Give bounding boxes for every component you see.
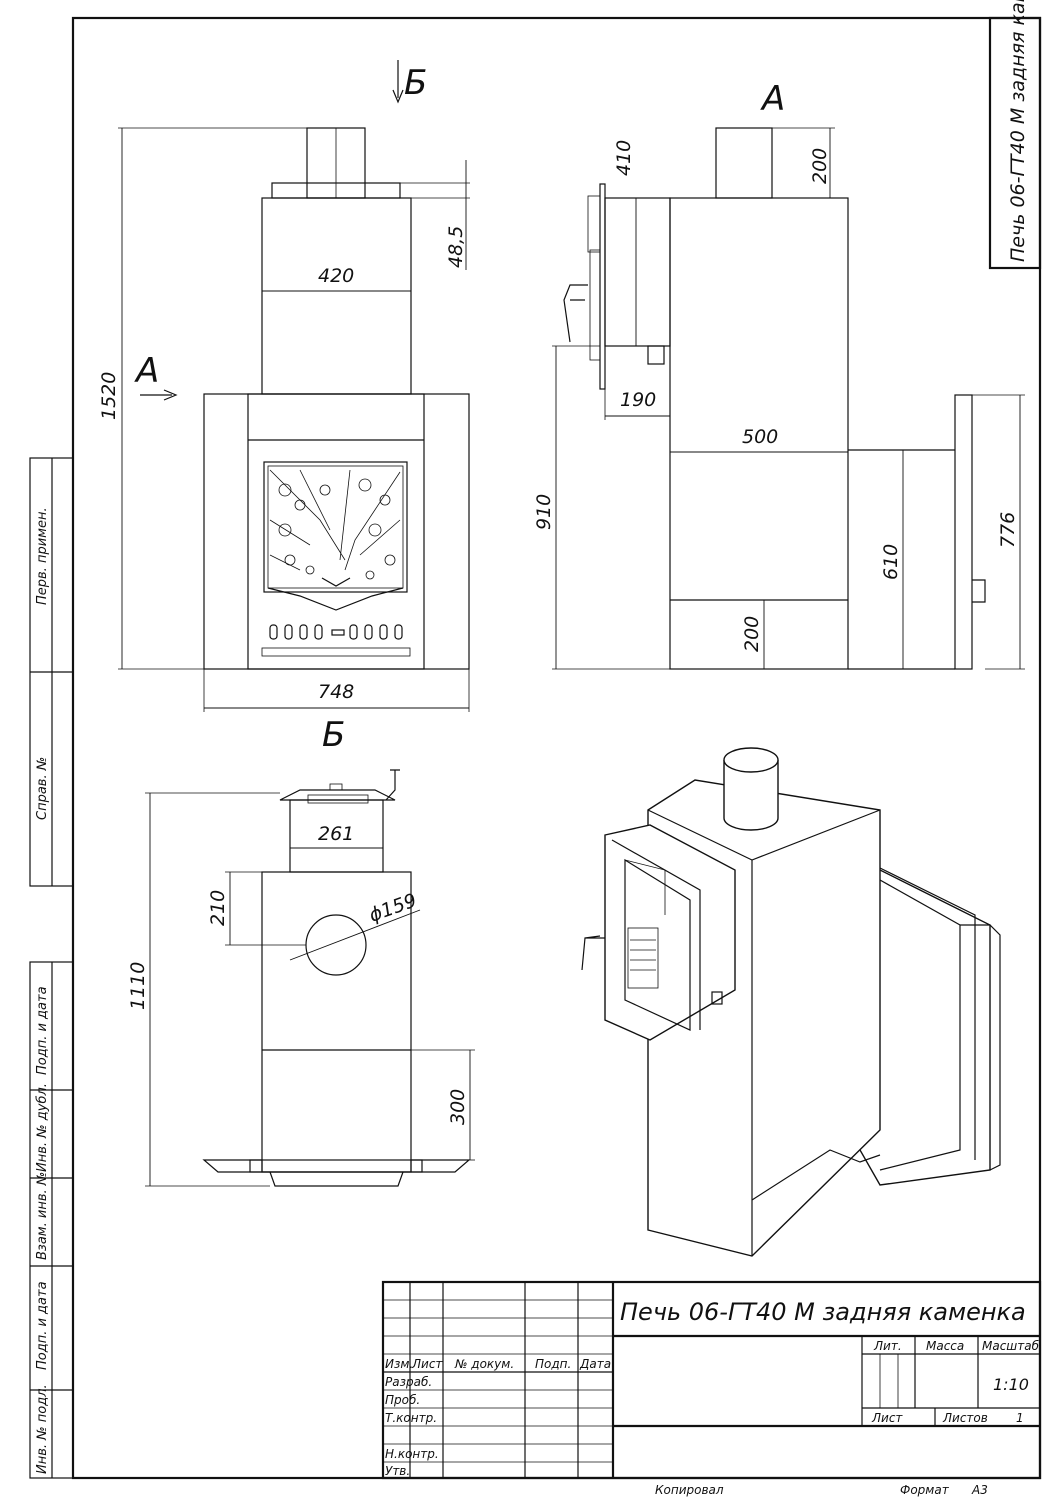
rotated-title: Печь 06-ГТ40 М задняя каменка bbox=[1007, 0, 1029, 262]
tb-row-razrab: Разраб. bbox=[385, 1375, 432, 1389]
tb-col-doc: № докум. bbox=[454, 1357, 514, 1371]
side-stamp: Перв. примен. Справ. № Подп. и дата Инв.… bbox=[29, 457, 74, 1479]
dim-side-body: 500 bbox=[742, 426, 778, 448]
tb-format-label: Формат bbox=[900, 1483, 950, 1497]
title-block: Печь 06-ГТ40 М задняя каменка Изм. Лист … bbox=[381, 1280, 1042, 1480]
stamp-vzam-inv: Взам. инв. № bbox=[35, 1172, 50, 1260]
stamp-inv-podl: Инв. № подл. bbox=[35, 1384, 50, 1474]
tb-col-izm: Изм. bbox=[385, 1357, 413, 1371]
view-b-title: Б bbox=[322, 715, 345, 755]
tb-masshtab: Масштаб bbox=[982, 1339, 1040, 1353]
tb-copied: Копировал bbox=[655, 1483, 724, 1497]
stamp-podp-data-2: Подп. и дата bbox=[35, 1281, 50, 1370]
dim-top-pipe-width: 261 bbox=[318, 823, 354, 845]
dim-side-depth-door: 190 bbox=[620, 389, 656, 411]
dim-front-top-offset: 48,5 bbox=[445, 226, 467, 268]
dim-side-stone-total: 776 bbox=[997, 512, 1019, 548]
stamp-inv-dubl: Инв. № дубл. bbox=[35, 1083, 50, 1172]
tb-row-utv: Утв. bbox=[385, 1464, 410, 1478]
dim-top-length: 1110 bbox=[127, 962, 149, 1010]
dim-side-leg: 200 bbox=[741, 616, 763, 652]
tb-row-tkontr: Т.контр. bbox=[385, 1411, 437, 1425]
top-view-dimensions: 261 210 ϕ159 1110 300 bbox=[127, 792, 475, 1187]
isometric-view bbox=[581, 747, 1001, 1257]
dim-front-top-width: 420 bbox=[318, 265, 354, 287]
tb-sheet: Лист bbox=[871, 1411, 903, 1425]
tb-scale-value: 1:10 bbox=[993, 1375, 1029, 1394]
dim-front-height: 1520 bbox=[98, 372, 120, 420]
tb-row-prov: Проб. bbox=[385, 1393, 420, 1407]
stamp-perv-primen: Перв. примен. bbox=[35, 507, 50, 605]
drawing-title: Печь 06-ГТ40 М задняя каменка bbox=[620, 1298, 1026, 1326]
front-view bbox=[203, 127, 470, 670]
dim-side-pipe: 200 bbox=[809, 148, 831, 184]
tb-massa: Масса bbox=[926, 1339, 964, 1353]
stamp-podp-data-1: Подп. и дата bbox=[35, 986, 50, 1075]
view-a-title: А bbox=[760, 79, 785, 119]
arrow-a-label: А bbox=[134, 351, 159, 391]
tb-sheets: Листов bbox=[942, 1411, 988, 1425]
tb-sheets-count: 1 bbox=[1016, 1411, 1024, 1425]
dim-top-hole-offset: 210 bbox=[207, 890, 229, 926]
tb-row-nkontr: Н.контр. bbox=[385, 1447, 439, 1461]
tb-lit: Лит. bbox=[873, 1339, 902, 1353]
arrow-b-label: Б bbox=[404, 63, 427, 103]
tb-format-value: А3 bbox=[971, 1483, 988, 1497]
tb-col-data: Дата bbox=[579, 1357, 611, 1371]
side-view: А bbox=[563, 79, 986, 670]
side-view-dimensions: 200 410 190 500 910 200 610 776 bbox=[533, 127, 1025, 670]
dim-front-width: 748 bbox=[318, 681, 354, 703]
front-view-dimensions: 1520 420 48,5 748 Б А Б bbox=[98, 60, 470, 755]
dim-side-stone-height: 610 bbox=[880, 544, 902, 580]
top-right-title-box: Печь 06-ГТ40 М задняя каменка bbox=[988, 0, 1042, 270]
sheet-frame bbox=[71, 16, 1042, 1480]
tb-col-podp: Подп. bbox=[535, 1357, 571, 1371]
stamp-sprav: Справ. № bbox=[35, 757, 50, 820]
dim-top-tail: 300 bbox=[447, 1089, 469, 1125]
dim-side-height: 910 bbox=[533, 494, 555, 530]
tb-col-list: Лист bbox=[411, 1357, 443, 1371]
dim-side-door: 410 bbox=[613, 140, 635, 176]
